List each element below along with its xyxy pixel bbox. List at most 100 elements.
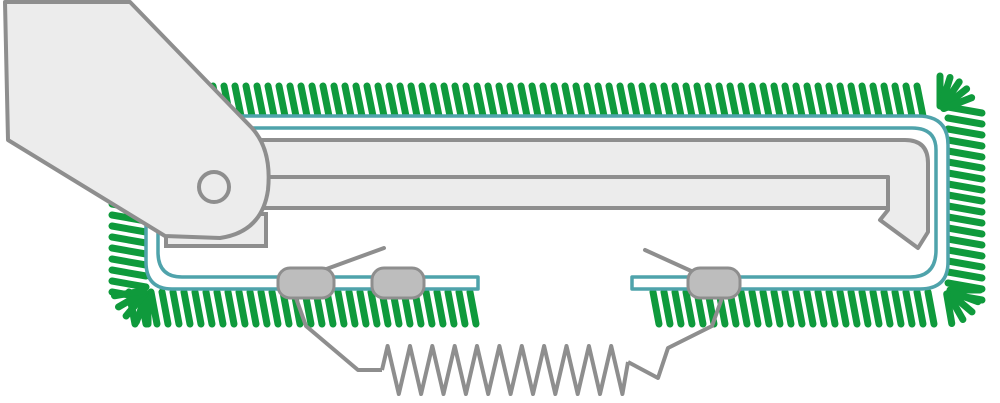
- fringe-strand: [268, 288, 282, 328]
- fringe-strand: [924, 288, 938, 328]
- fringe-strand: [836, 82, 850, 120]
- fringe-strand: [836, 288, 850, 328]
- fringe-strand: [235, 288, 249, 328]
- fringe-strand: [638, 82, 652, 120]
- fringe-strand: [108, 244, 150, 258]
- left-clip-pad-1: [276, 266, 336, 300]
- fringe-strand: [944, 246, 986, 260]
- fringe-strand: [495, 82, 509, 120]
- fringe-strand: [110, 287, 148, 300]
- fringe-strand: [539, 82, 553, 120]
- fringe-strand: [858, 288, 872, 328]
- fringe-strand: [825, 82, 839, 120]
- fringe-strand: [158, 288, 172, 328]
- fringe-strand: [231, 82, 245, 120]
- fringe-strand: [891, 288, 905, 328]
- fringe-strand: [781, 82, 795, 120]
- fringe-strand: [770, 82, 784, 120]
- fringe-strand: [880, 82, 894, 120]
- fringe-strand: [433, 288, 447, 328]
- fringe-strand: [572, 82, 586, 120]
- fringe-strand: [792, 288, 806, 328]
- fringe-strand: [374, 82, 388, 120]
- fringe-strand: [345, 288, 359, 328]
- fringe-strand: [891, 82, 905, 120]
- fringe-strand: [944, 180, 986, 194]
- fringe-strand: [781, 288, 795, 328]
- fringe-strand: [108, 255, 150, 269]
- fringe-strand: [224, 288, 238, 328]
- fringe-strand: [682, 82, 696, 120]
- fringe-strand: [649, 288, 663, 328]
- fringe-strand: [308, 82, 322, 120]
- fringe-strand: [944, 268, 986, 282]
- mop-frame: [250, 138, 930, 250]
- fringe-strand: [759, 82, 773, 120]
- fringe-strand: [286, 82, 300, 120]
- fringe-strand: [191, 288, 205, 328]
- fringe-strand: [944, 235, 986, 249]
- left-clip: [276, 246, 426, 300]
- fringe-strand: [407, 82, 421, 120]
- frame-rail-lower: [260, 175, 890, 210]
- fringe-strand: [902, 288, 916, 328]
- fringe-strand: [385, 82, 399, 120]
- fringe-strand: [759, 288, 773, 328]
- right-clip: [643, 248, 742, 300]
- fringe-strand: [341, 82, 355, 120]
- fringe-strand: [944, 224, 986, 238]
- fringe-strand: [352, 82, 366, 120]
- fringe-strand: [180, 288, 194, 328]
- mop-fringe: [108, 72, 986, 328]
- fringe-strand: [264, 82, 278, 120]
- fringe-strand: [858, 82, 872, 120]
- fringe-strand: [108, 233, 150, 247]
- fringe-strand: [944, 114, 986, 128]
- fringe-strand: [108, 266, 150, 280]
- fringe-strand: [944, 147, 986, 161]
- fringe-strand: [748, 288, 762, 328]
- fringe-strand: [275, 82, 289, 120]
- fringe-strand: [455, 288, 469, 328]
- fringe-strand: [257, 288, 271, 328]
- fringe-strand: [506, 82, 520, 120]
- fringe-strand: [297, 82, 311, 120]
- fringe-strand: [792, 82, 806, 120]
- mop-handle: [3, 0, 271, 240]
- fringe-strand: [693, 82, 707, 120]
- fringe-strand: [422, 288, 436, 328]
- fringe-strand: [660, 82, 674, 120]
- fringe-strand: [682, 288, 696, 328]
- spring-right-wire: [627, 297, 724, 380]
- fringe-strand: [803, 82, 817, 120]
- fringe-strand: [704, 82, 718, 120]
- fringe-strand: [944, 169, 986, 183]
- fringe-strand: [396, 82, 410, 120]
- fringe-strand: [944, 213, 986, 227]
- fringe-strand: [869, 288, 883, 328]
- fringe-strand: [484, 82, 498, 120]
- fringe-strand: [561, 82, 575, 120]
- fringe-strand: [660, 288, 674, 328]
- fringe-strand: [803, 288, 817, 328]
- fringe-strand: [356, 288, 370, 328]
- fringe-strand: [913, 288, 927, 328]
- fringe-strand: [242, 82, 256, 120]
- fringe-strand: [814, 288, 828, 328]
- fringe-strand: [715, 82, 729, 120]
- right-clip-pad: [686, 266, 742, 300]
- fringe-strand: [213, 288, 227, 328]
- fringe-strand: [319, 82, 333, 120]
- fringe-strand: [944, 257, 986, 271]
- fringe-strand: [671, 288, 685, 328]
- fringe-strand: [847, 82, 861, 120]
- fringe-strand: [913, 82, 927, 120]
- fringe-strand: [737, 288, 751, 328]
- fringe-strand: [594, 82, 608, 120]
- fringe-strand: [363, 82, 377, 120]
- fringe-strand: [202, 288, 216, 328]
- fringe-strand: [814, 82, 828, 120]
- fringe-strand: [944, 191, 986, 205]
- fringe-strand: [944, 125, 986, 139]
